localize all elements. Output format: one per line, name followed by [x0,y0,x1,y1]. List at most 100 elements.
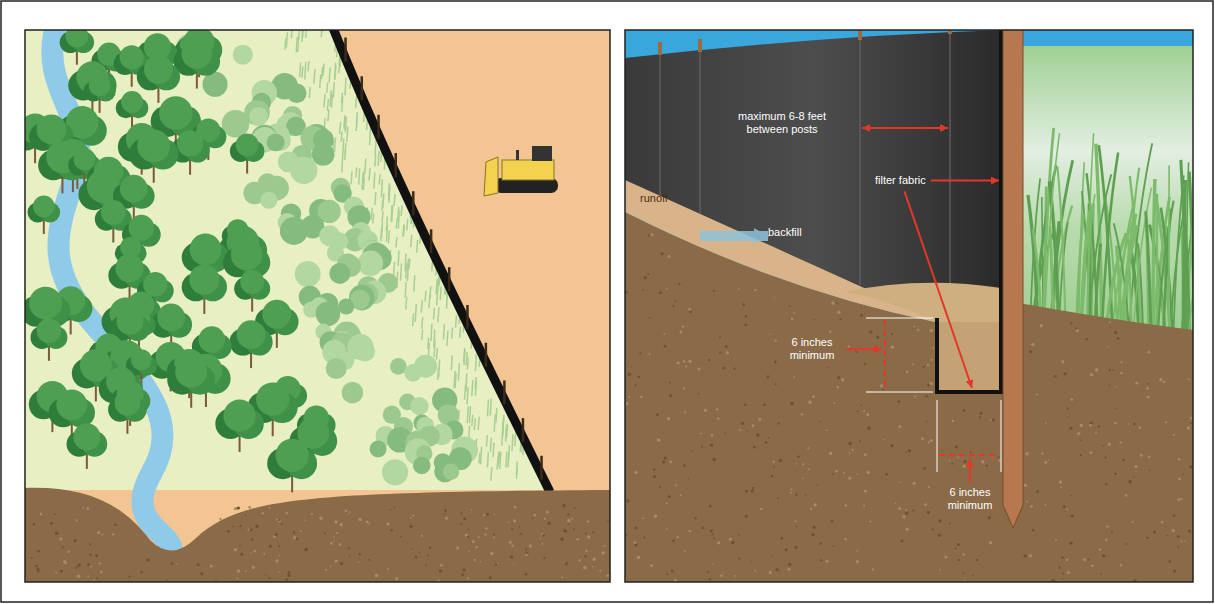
illustration-circle [744,324,747,327]
illustration-circle [1062,572,1064,574]
illustration-line [309,87,310,98]
illustration-circle [863,505,865,507]
illustration-circle [567,519,571,523]
illustration-line [455,373,456,388]
illustration-circle [790,491,792,493]
illustration-circle [653,468,656,471]
illustration-circle [1090,373,1093,376]
illustration-circle [333,540,335,542]
illustration-path [1146,212,1151,333]
illustration-circle [494,513,496,515]
illustration-circle [275,533,278,536]
illustration-circle [905,511,909,515]
illustration-circle [1069,427,1072,430]
illustration-circle [923,366,925,368]
illustration-circle [508,521,510,523]
dimension-label: 6 inches minimum [782,336,842,362]
illustration-line [430,286,431,298]
illustration-line [474,418,475,430]
illustration-line [494,414,495,431]
illustration-line [406,297,407,310]
illustration-circle [312,143,335,166]
illustration-circle [250,529,253,532]
illustration-circle [601,551,604,554]
illustration-circle [775,383,777,385]
dimension-marks [862,128,1001,472]
illustration-circle [78,564,81,567]
illustration-line [486,435,487,447]
illustration-circle [86,507,89,510]
illustration-circle [394,506,396,508]
illustration-circle [460,523,462,525]
illustration-line [306,30,307,38]
ground-texture [31,504,609,582]
illustration-circle [774,297,776,299]
illustration-circle [771,555,772,556]
illustration-circle [867,426,870,429]
illustration-path [1168,166,1170,335]
illustration-circle [583,566,587,570]
leader-line [969,459,971,482]
illustration-line [466,305,469,329]
illustration-circle [710,443,713,446]
illustration-circle [112,533,114,535]
illustration-circle [709,504,712,507]
illustration-circle [719,336,721,338]
illustration-circle [1026,501,1028,503]
illustration-circle [1029,350,1032,353]
illustration-circle [413,457,431,475]
illustration-circle [462,569,465,572]
illustration-circle [758,418,761,421]
illustration-circle [963,409,966,412]
illustration-circle [1173,514,1176,517]
illustration-circle [771,475,774,478]
illustration-circle [754,570,756,572]
illustration-circle [900,539,903,542]
illustration-circle [1080,439,1082,441]
illustration-circle [268,577,270,579]
illustration-circle [1173,434,1175,436]
illustration-circle [493,533,495,535]
backfill-mound [845,283,1001,322]
illustration-line [466,352,467,365]
illustration-circle [863,410,865,412]
illustration-circle [635,384,637,386]
illustration-circle [358,561,360,563]
illustration-circle [339,543,341,545]
illustration-circle [643,537,645,539]
illustration-circle [767,437,769,439]
illustration-circle [905,527,908,530]
illustration-circle [1109,321,1111,323]
illustration-line [375,139,376,156]
illustration-circle [421,535,423,537]
illustration-circle [1113,369,1115,371]
illustration-circle [828,367,830,369]
illustration-circle [678,283,680,285]
illustration-line [302,66,303,78]
illustration-circle [146,558,149,561]
illustration-circle [1058,566,1060,568]
grass-background [1001,46,1193,346]
illustration-circle [835,470,838,473]
illustration-circle [390,529,393,532]
illustration-circle [1098,425,1100,427]
illustration-circle [788,563,791,566]
illustration-circle [544,518,546,520]
illustration-circle [848,442,851,445]
illustration-path [1058,167,1066,320]
illustration-circle [239,545,241,547]
illustration-path [484,157,498,196]
illustration-circle [1140,454,1143,457]
illustration-line [347,127,348,142]
illustration-circle [474,559,476,561]
illustration-circle [650,233,653,236]
illustration-circle [955,445,958,448]
illustration-circle [36,567,39,570]
illustration-line [415,304,416,322]
illustration-line [699,52,701,214]
illustration-circle [120,175,148,203]
illustration-circle [236,133,259,156]
illustration-line [411,235,412,247]
